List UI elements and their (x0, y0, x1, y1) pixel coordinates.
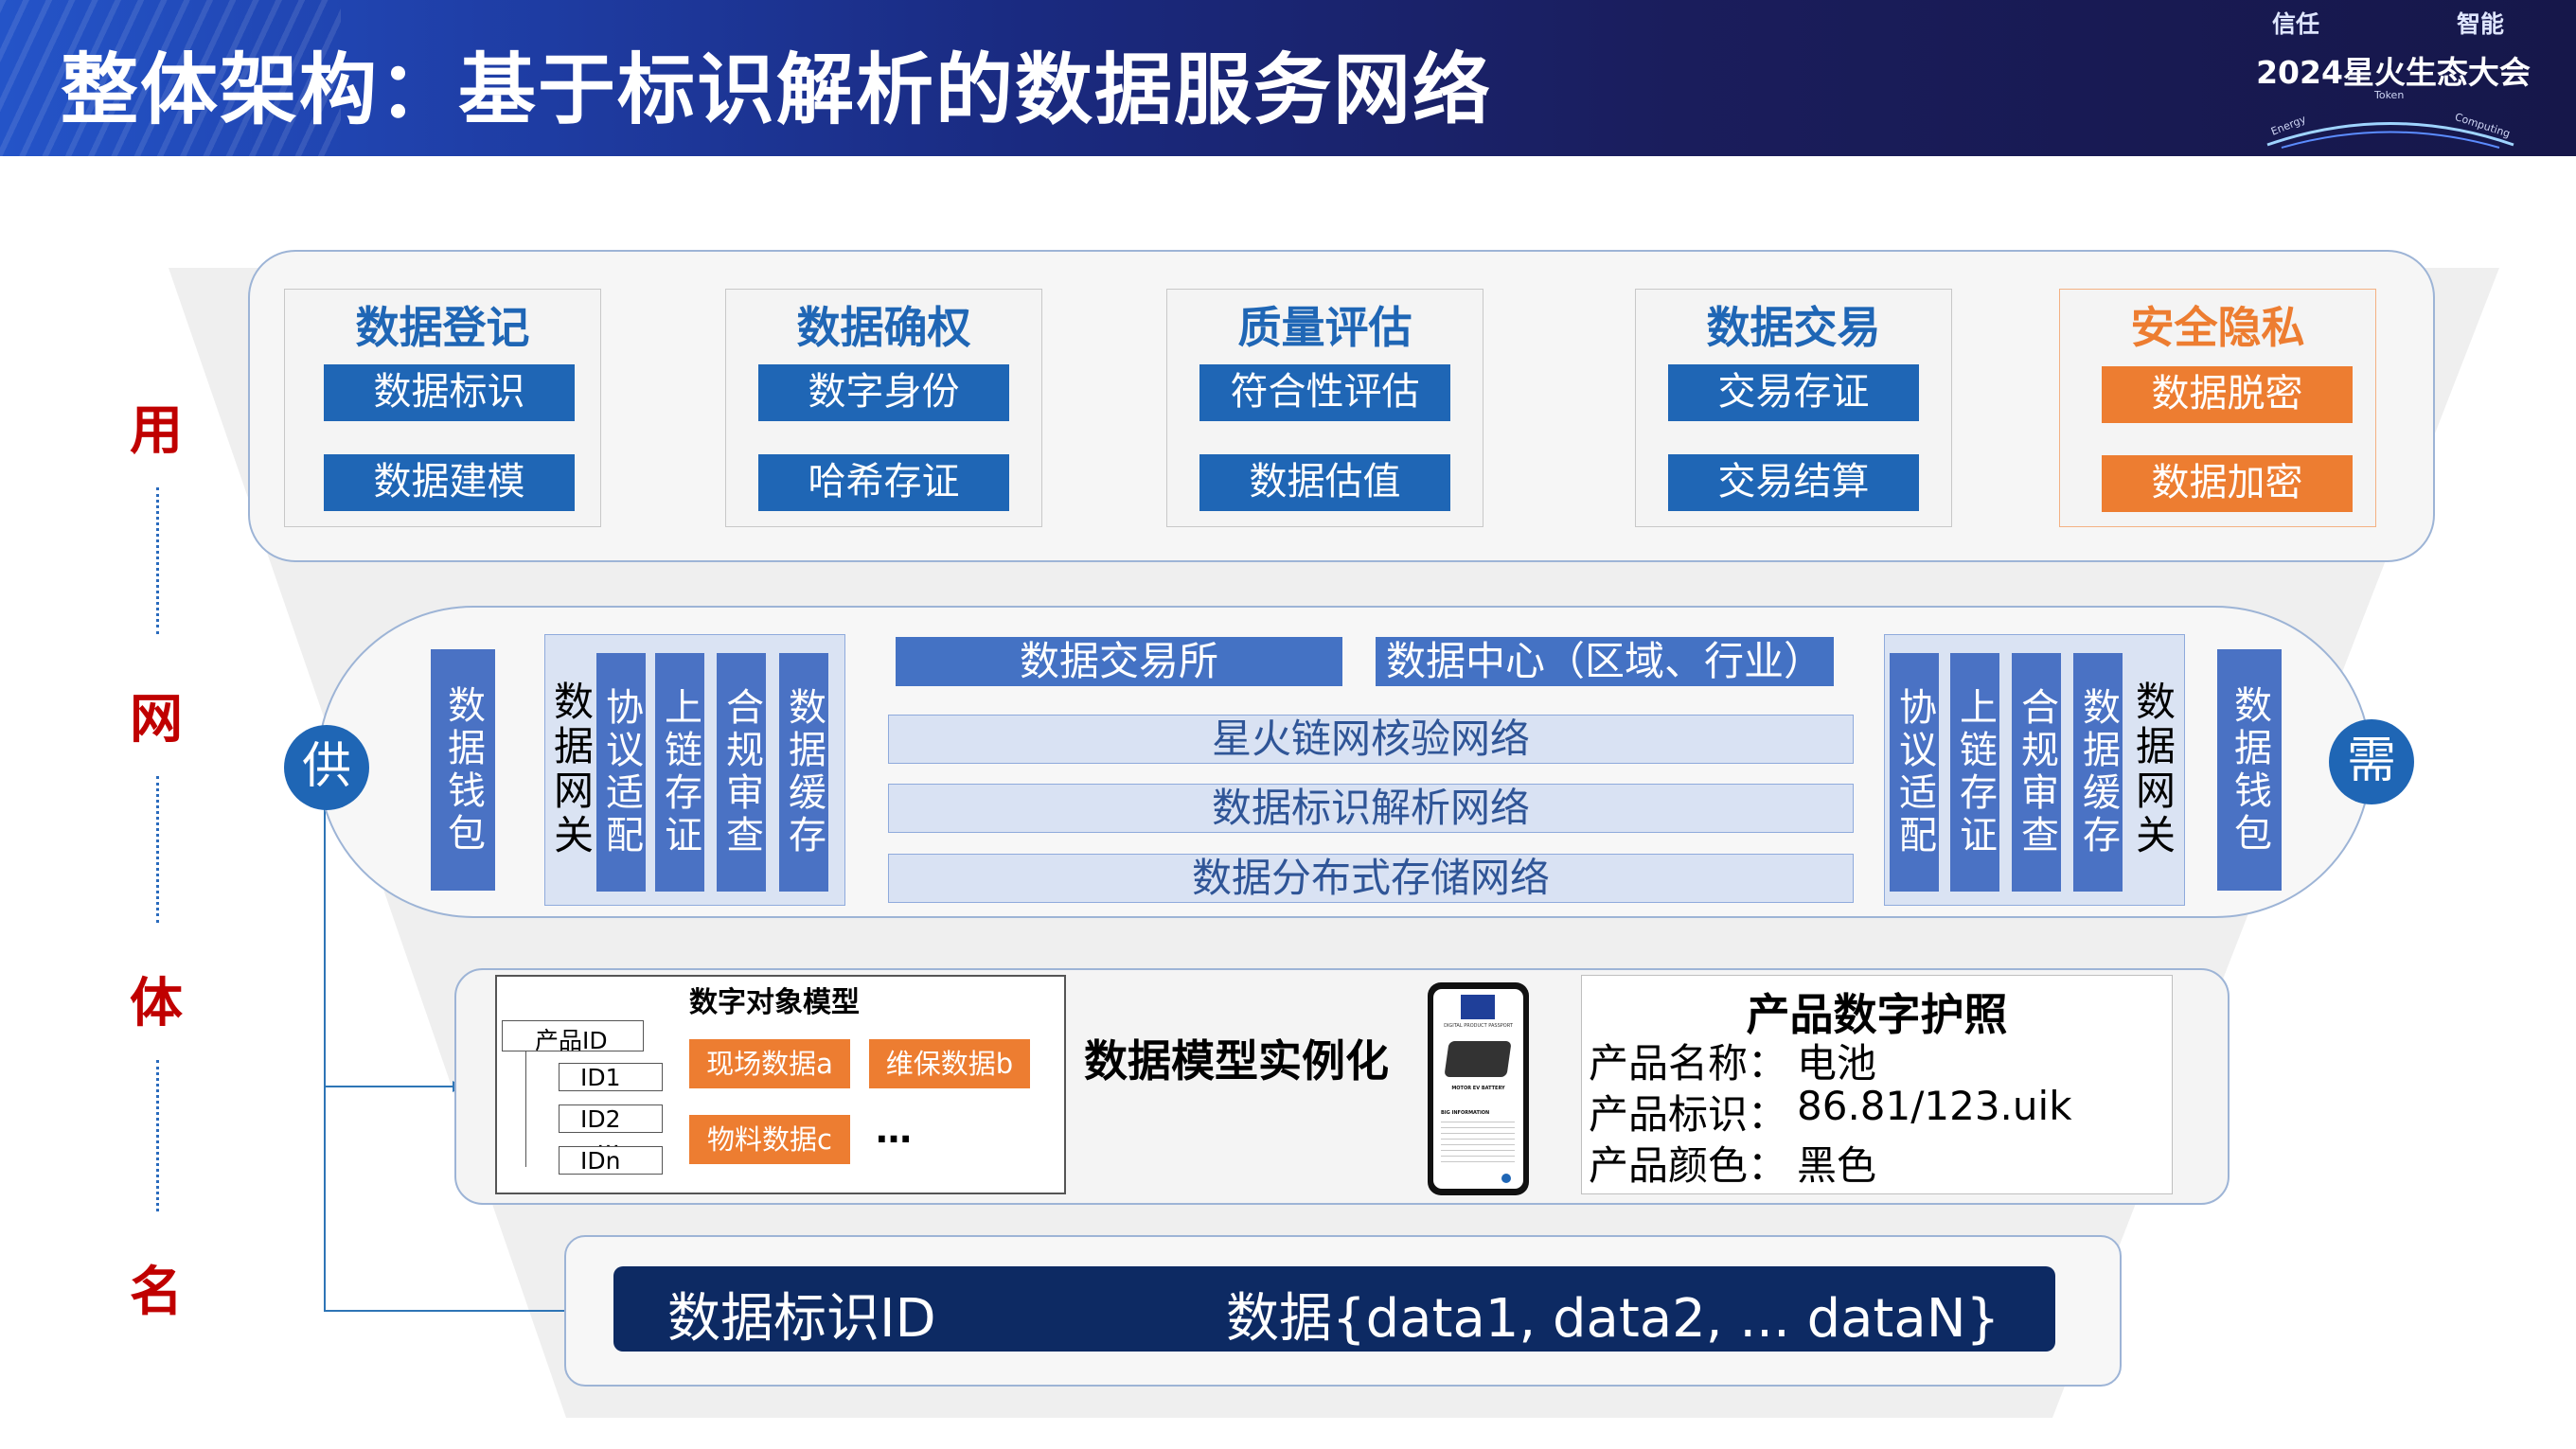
supply-chain-evidence[interactable]: 上链存证 (655, 653, 704, 892)
demand-data-wallet[interactable]: 数据钱包 (2217, 649, 2282, 891)
group-title-trading: 数据交易 (1706, 302, 1881, 353)
demand-compliance-review[interactable]: 合规审查 (2012, 653, 2061, 892)
data-center-box[interactable]: 数据中心（区域、行业） (1376, 637, 1834, 686)
side-label-use: 用 (130, 400, 183, 462)
distributed-storage-network[interactable]: 数据分布式存储网络 (888, 854, 1854, 903)
tree-child-box (559, 1063, 663, 1091)
tree-child-box (559, 1146, 663, 1175)
data-modeling-button[interactable]: 数据建模 (324, 454, 575, 511)
data-valuation-button[interactable]: 数据估值 (1199, 454, 1450, 511)
side-label-network: 网 (130, 689, 183, 751)
group-title-quality: 质量评估 (1237, 302, 1412, 353)
supply-data-wallet[interactable]: 数据钱包 (431, 649, 495, 891)
passport-id-key: 产品标识： (1589, 1091, 1788, 1138)
tree-child-label: IDn (580, 1147, 621, 1175)
passport-id-value: 86.81/123.uik (1797, 1083, 2072, 1129)
data-encryption-button[interactable]: 数据加密 (2102, 455, 2353, 512)
side-dotted-line (156, 776, 159, 923)
material-data-c[interactable]: 物料数据c (689, 1115, 850, 1164)
tree-child-box (559, 1104, 663, 1133)
conference-tagline-left: 信任 (2272, 10, 2320, 38)
maintenance-data-b[interactable]: 维保数据b (869, 1039, 1030, 1088)
tree-root-label: 产品ID (535, 1027, 608, 1054)
tree-child-label: ID2 (580, 1105, 621, 1133)
group-title-rights: 数据确权 (796, 302, 971, 353)
group-title-registration: 数据登记 (355, 302, 530, 353)
tree-child-label: ID1 (580, 1064, 621, 1091)
conference-logo-swoosh (2266, 122, 2514, 149)
trade-evidence-button[interactable]: 交易存证 (1668, 364, 1919, 421)
demand-node[interactable]: 需 (2329, 719, 2414, 804)
side-dotted-line (156, 1060, 159, 1211)
hash-evidence-button[interactable]: 哈希存证 (758, 454, 1009, 511)
digital-identity-button[interactable]: 数字身份 (758, 364, 1009, 421)
phone-header-text: DIGITAL PRODUCT PASSPORT (1444, 1023, 1513, 1029)
passport-name-key: 产品名称： (1589, 1040, 1788, 1087)
phone-info-text: BIG INFORMATION (1441, 1110, 1490, 1116)
header-banner (0, 0, 2576, 156)
identifier-mapping-bar (613, 1266, 2055, 1352)
digital-object-model-title: 数字对象模型 (689, 986, 860, 1019)
demand-gateway-label: 数据网关 (2129, 680, 2176, 858)
data-desensitization-button[interactable]: 数据脱密 (2102, 366, 2353, 423)
conference-tagline-right: 智能 (2457, 10, 2505, 38)
data-identifier-resolution-network[interactable]: 数据标识解析网络 (888, 784, 1854, 833)
demand-protocol-adapter[interactable]: 协议适配 (1890, 653, 1939, 892)
product-passport-card (1581, 975, 2173, 1194)
data-collection-label: 数据{data1, data2, ... dataN} (1226, 1288, 2000, 1350)
data-exchange-box[interactable]: 数据交易所 (896, 637, 1342, 686)
side-label-body: 体 (130, 973, 183, 1034)
conformity-assessment-button[interactable]: 符合性评估 (1199, 364, 1450, 421)
spark-chain-verification-network[interactable]: 星火链网核验网络 (888, 715, 1854, 764)
side-dotted-line (156, 487, 159, 634)
model-instantiation-label: 数据模型实例化 (1084, 1035, 1389, 1087)
conference-token-label: Token (2374, 89, 2405, 101)
passport-title: 产品数字护照 (1746, 989, 2008, 1040)
data-identification-button[interactable]: 数据标识 (324, 364, 575, 421)
tree-root-box (502, 1020, 644, 1051)
phone-screen: DIGITAL PRODUCT PASSPORT MOTOR EV BATTER… (1433, 989, 1523, 1189)
phone-action-icon (1501, 1174, 1511, 1183)
side-label-name: 名 (130, 1262, 183, 1323)
demand-chain-evidence[interactable]: 上链存证 (1950, 653, 1999, 892)
battery-image-icon (1444, 1041, 1512, 1077)
supply-data-cache[interactable]: 数据缓存 (779, 653, 828, 892)
phone-product-text: MOTOR EV BATTERY (1451, 1086, 1505, 1091)
supply-node[interactable]: 供 (284, 725, 369, 810)
passport-color-key: 产品颜色： (1589, 1142, 1788, 1189)
phone-info-lines (1441, 1122, 1515, 1167)
group-title-security: 安全隐私 (2130, 302, 2305, 353)
supply-compliance-review[interactable]: 合规审查 (717, 653, 766, 892)
demand-data-cache[interactable]: 数据缓存 (2073, 653, 2123, 892)
supply-gateway-label: 数据网关 (547, 680, 595, 858)
field-data-a[interactable]: 现场数据a (689, 1039, 850, 1088)
eu-flag-icon (1461, 995, 1495, 1019)
supply-protocol-adapter[interactable]: 协议适配 (596, 653, 646, 892)
data-identifier-id-label: 数据标识ID (667, 1288, 936, 1350)
data-ellipsis: … (876, 1109, 912, 1151)
trade-settlement-button[interactable]: 交易结算 (1668, 454, 1919, 511)
page-title: 整体架构：基于标识解析的数据服务网络 (61, 45, 1493, 135)
passport-color-value: 黑色 (1797, 1142, 1877, 1189)
passport-name-value: 电池 (1797, 1040, 1877, 1087)
conference-name: 2024星火生态大会 (2256, 54, 2531, 91)
